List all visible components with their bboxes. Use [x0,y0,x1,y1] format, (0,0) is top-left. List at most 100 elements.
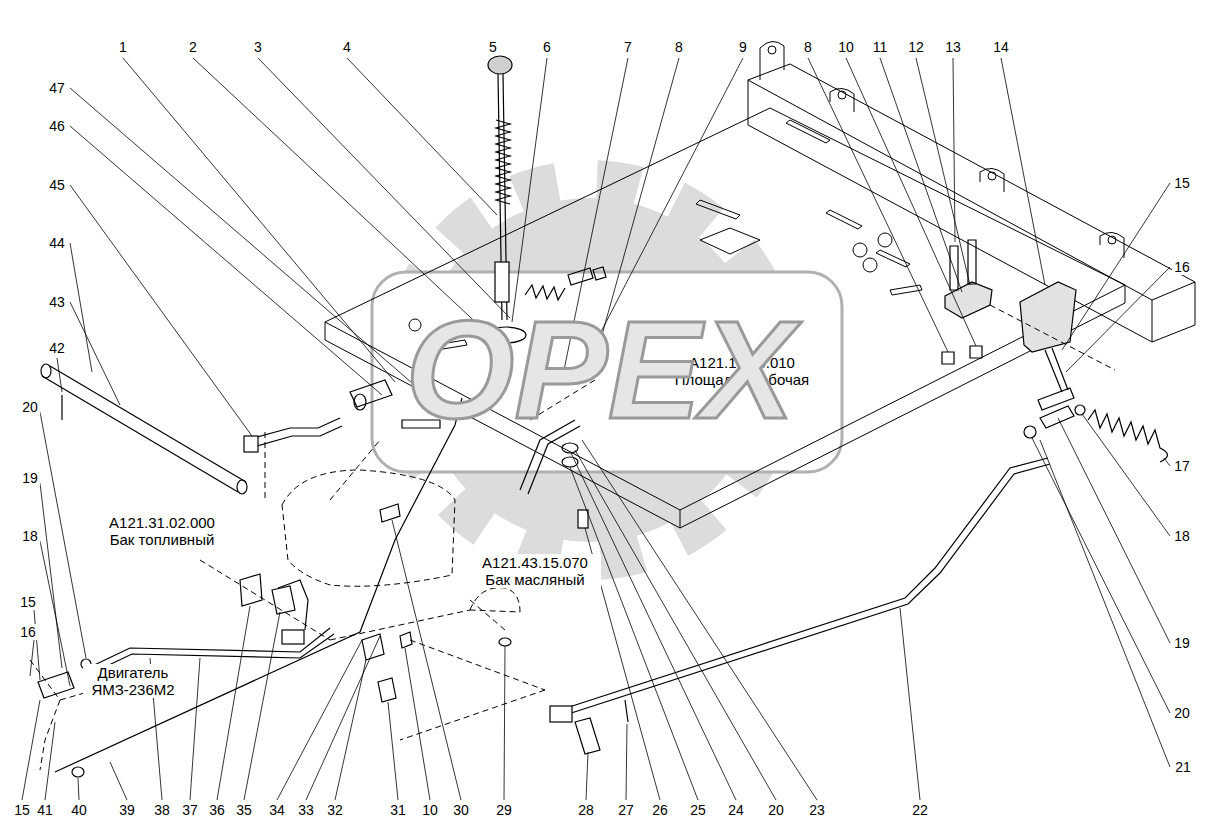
callout-number: 13 [943,39,963,55]
plate-hole [863,258,877,272]
lug-hole [988,172,996,180]
callout-number: 36 [207,802,227,818]
callout-number: 45 [47,177,67,193]
gear-window [372,272,842,472]
arm-45 [246,418,342,448]
leader-lines [22,58,1170,800]
callout-number: 10 [420,802,440,818]
callout-number: 8 [673,39,685,55]
pin-46 [350,380,392,407]
callout-number: 15 [1172,175,1192,191]
pin-28 [575,700,628,754]
callout-number: 26 [650,802,670,818]
callout-number: 16 [18,624,38,640]
bolt [568,267,606,285]
callout-number: 31 [388,802,408,818]
callout-number: 21 [1173,759,1193,775]
callout-number: 20 [20,399,40,415]
lever-sleeve [495,262,509,302]
callout-number: 15 [12,802,32,818]
beam-lugs [760,41,1124,258]
bushing [578,510,588,528]
callout-number: 20 [766,802,786,818]
callout-number: 30 [451,802,471,818]
part-label: A121.43.15.070 Бак масляный [469,554,601,588]
callout-number: 9 [737,39,749,55]
rod-22 [560,458,1050,716]
callout-number: 24 [726,802,746,818]
callout-number: 32 [325,802,345,818]
callout-number: 25 [688,802,708,818]
callout-number: 19 [20,470,40,486]
clevis [244,436,258,452]
lever-knob [488,56,512,74]
callout-number: 14 [991,39,1011,55]
oil-tank-outline [470,588,520,612]
platform-beam [748,64,1195,342]
part-label: Двигатель ЯМЗ-236М2 [83,664,183,698]
callout-number: 43 [47,294,67,310]
shaft-end [41,364,51,378]
callout-number: 39 [117,802,137,818]
callout-number: 7 [622,39,634,55]
fuel-tank-outline [282,470,455,586]
cable-39 [55,398,462,772]
lever-spring-side [525,285,565,300]
platform-plate [325,108,1125,528]
callout-number: 20 [1172,705,1192,721]
callout-number: 15 [18,594,38,610]
nuts [942,346,982,364]
callout-number: 28 [576,802,596,818]
shaft-end [237,480,247,494]
callout-number: 3 [252,39,264,55]
callout-number: 18 [1172,528,1192,544]
callout-number: 10 [836,39,856,55]
callout-number: 27 [616,802,636,818]
plate-hole [853,243,867,257]
bracket-11 [945,282,992,318]
callout-number: 8 [802,39,814,55]
bracket-36 [278,580,308,630]
washer [1075,405,1085,415]
clamp-parts [240,504,412,702]
callout-number: 19 [1172,635,1192,651]
callout-number: 46 [47,118,67,134]
washer [1024,426,1036,438]
callout-number: 44 [47,235,67,251]
bushing [354,394,366,410]
callout-number: 35 [234,802,254,818]
washer [72,767,84,777]
callout-number: 16 [1172,259,1192,275]
part-label: A121.31.02.000 Бак топливный [96,514,228,548]
callout-number: 37 [180,802,200,818]
callout-number: 41 [35,802,55,818]
callout-number: 22 [910,802,930,818]
callout-number: 47 [47,80,67,96]
lever-spring [496,120,510,204]
pedal-arm [1045,348,1068,392]
pin-42 [61,395,62,420]
callout-number: 42 [47,340,67,356]
callout-number: 6 [541,39,553,55]
callout-number: 2 [187,39,199,55]
lug-hole [1108,236,1116,244]
callout-number: 29 [494,802,514,818]
callout-number: 18 [20,528,40,544]
lug-hole [838,91,846,99]
callout-number: 1 [117,39,129,55]
callout-number: 33 [296,802,316,818]
callout-number: 38 [152,802,172,818]
watermark: OPEX [405,300,794,440]
callout-number: 4 [341,39,353,55]
clevis [282,630,304,644]
plate-hole [878,233,892,247]
callout-number: 34 [267,802,287,818]
callout-number: 40 [69,802,89,818]
callout-number: 17 [1172,458,1192,474]
bolts-13 [950,240,976,290]
callout-number: 11 [871,39,890,55]
lug-hole [768,46,776,54]
clevis [550,706,572,722]
callout-number: 23 [807,802,827,818]
callout-number: 5 [487,39,499,55]
